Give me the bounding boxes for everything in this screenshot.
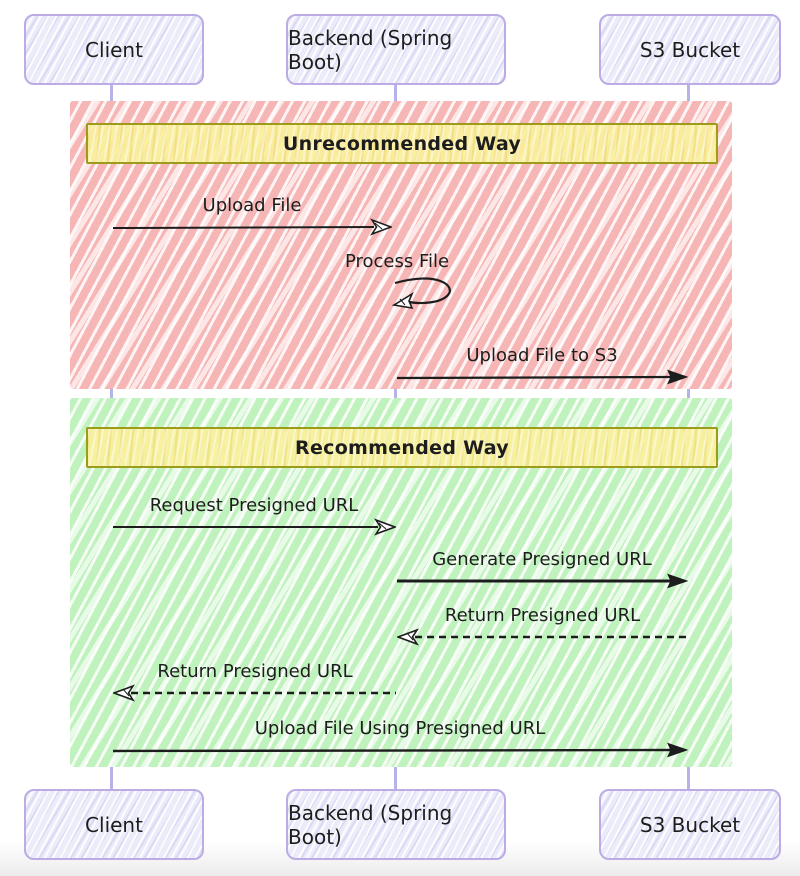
- message-upload-file-to-s3: Upload File to S3: [396, 344, 688, 386]
- actor-s3-bottom: S3 Bucket: [599, 789, 781, 860]
- actor-label: Backend (Spring Boot): [288, 25, 453, 74]
- message-request-presigned-url: Request Presigned URL: [112, 494, 396, 536]
- actor-label: S3 Bucket: [639, 37, 741, 62]
- message-label: Request Presigned URL: [149, 495, 359, 516]
- solid-filled-arrow-right-icon: [112, 742, 688, 758]
- message-label: Upload File to S3: [466, 345, 618, 366]
- message-label: Upload File Using Presigned URL: [254, 718, 546, 739]
- actor-client-top: Client: [24, 14, 204, 85]
- message-label: Generate Presigned URL: [432, 549, 652, 570]
- message-label: Process File: [344, 251, 450, 272]
- message-label: Return Presigned URL: [157, 661, 353, 682]
- section-title-recommended: Recommended Way: [86, 427, 718, 468]
- message-process-file: Process File: [332, 250, 462, 274]
- section-title-label: Unrecommended Way: [282, 132, 522, 155]
- message-upload-file: Upload File: [112, 194, 392, 236]
- solid-filled-arrow-right-icon: [397, 573, 688, 589]
- actor-backend-top: Backend (Spring Boot): [286, 14, 506, 85]
- solid-open-arrow-right-icon: [112, 218, 392, 236]
- self-loop-arrow-icon: [392, 277, 451, 310]
- section-title-unrecommended: Unrecommended Way: [86, 123, 718, 164]
- actor-s3-top: S3 Bucket: [599, 14, 781, 85]
- dashed-open-arrow-left-icon: [113, 684, 396, 702]
- message-return-presigned-url-to-backend: Return Presigned URL: [397, 604, 688, 646]
- message-return-presigned-url-to-client: Return Presigned URL: [113, 660, 397, 702]
- actor-label: S3 Bucket: [639, 812, 741, 837]
- actor-backend-bottom: Backend (Spring Boot): [286, 789, 506, 860]
- actor-label: Backend (Spring Boot): [288, 800, 453, 849]
- actor-label: Client: [85, 812, 143, 837]
- actor-client-bottom: Client: [24, 789, 204, 860]
- solid-open-arrow-right-icon: [113, 518, 396, 536]
- message-label: Upload File: [202, 195, 302, 216]
- message-label: Return Presigned URL: [444, 605, 641, 626]
- message-generate-presigned-url: Generate Presigned URL: [396, 548, 688, 590]
- solid-filled-arrow-right-icon: [396, 369, 688, 385]
- section-title-label: Recommended Way: [295, 436, 509, 459]
- actor-label: Client: [85, 37, 143, 62]
- message-upload-file-using-presigned-url: Upload File Using Presigned URL: [112, 717, 688, 759]
- dashed-open-arrow-left-icon: [397, 628, 687, 646]
